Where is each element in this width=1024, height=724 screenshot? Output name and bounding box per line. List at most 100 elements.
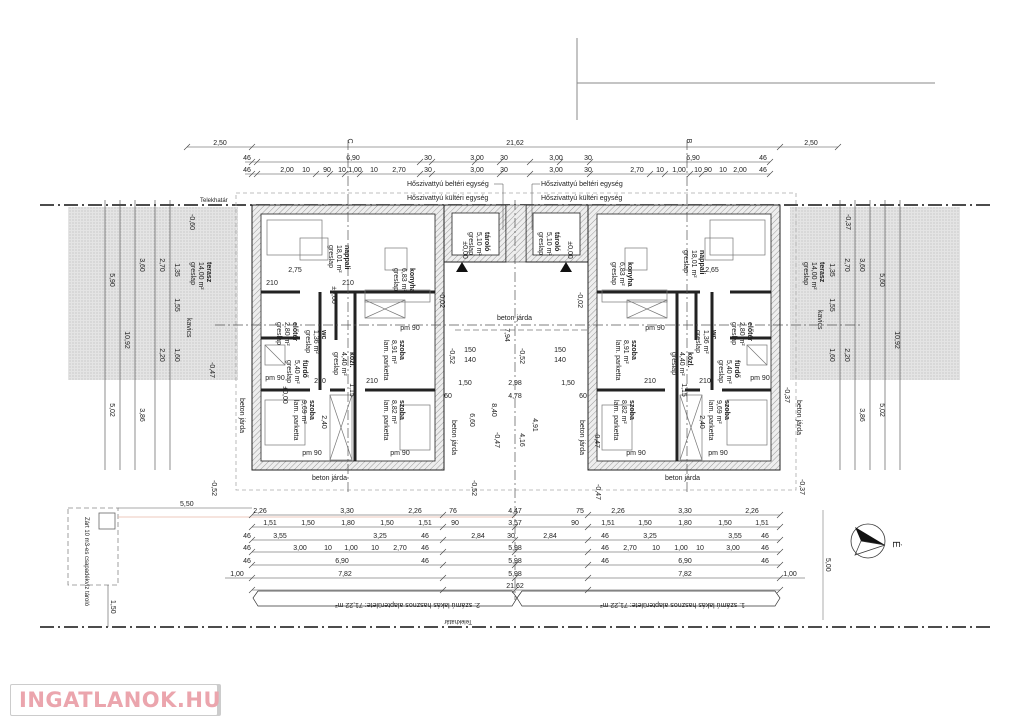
level-mark: ±0,00 [566,241,573,259]
bottom-dim-label: 76 [449,508,457,515]
top-dim-label: 46 [759,155,767,162]
room-floor: greslap [189,262,196,285]
inner-dim-label: pm 90 [708,450,728,457]
room-label-trol: tároló5,10 m²greslap [537,232,560,256]
top-dim-label: 10 [302,167,310,174]
inner-dim-label: 150 [554,347,566,354]
label-heat-pump-outdoor-left: Hőszivattyú kültéri egység [407,195,488,202]
inner-dim-label: 2,75 [288,267,302,274]
bottom-dim-label: 2,70 [393,545,407,552]
bottom-dim-label: 46 [421,533,429,540]
room-area: 8,82 m² [390,400,397,424]
level-mark: -0,47 [594,484,601,500]
dim-tank-offset: 5,50 [180,501,194,508]
room-area: 8,82 m² [620,400,627,424]
room-floor: lam. parketta [382,340,389,381]
bottom-dim-label: 1,50 [638,520,652,527]
level-mark: -0,47 [593,432,600,448]
room-floor: lam. parketta [614,340,621,381]
room-name: terasz [818,262,825,283]
area-unit-1: 1. számú lakás hasznos alapterülete: 71,… [600,601,745,608]
room-area: 5,40 m² [293,360,300,384]
inner-dim-label: pm 90 [645,325,665,332]
level-mark: -0,47 [208,362,215,378]
top-dim-label: 2,50 [804,140,818,147]
top-dim-label: 2,00 [280,167,294,174]
top-dim-label: 30 [424,167,432,174]
side-dim-left: 1,55 [173,298,180,312]
room-label-szoba: szoba8,91 m²lam. parketta [614,340,637,381]
inner-dim-label: 4,16 [518,433,525,447]
room-label-wc: wc1,36 m²greslap [694,329,717,354]
bottom-dim-label: 10 [324,545,332,552]
room-floor: lam. parketta [707,400,714,441]
bottom-dim-label: 2,26 [745,508,759,515]
bottom-dim-label: 1,51 [418,520,432,527]
bottom-dim-label: 46 [243,558,251,565]
top-dim-label: 90 [704,167,712,174]
side-dim-left: 10,92 [123,331,130,349]
bottom-dim-label: 2,26 [408,508,422,515]
inner-dim-label: 150 [464,347,476,354]
room-label-kzl: közl.4,40 m²greslap [670,352,693,376]
inner-dim-label: 1,50 [561,380,575,387]
room-name: tároló [553,232,560,251]
room-area: 1,36 m² [702,330,709,354]
label-heat-pump-outdoor-right: Hőszivattyú kültéri egység [541,195,622,202]
label-gravel-right: kavics [816,310,823,330]
bottom-dim-label: 3,30 [340,508,354,515]
bottom-dim-label: 3,25 [373,533,387,540]
room-floor: greslap [285,360,292,383]
room-floor: greslap [327,245,334,268]
label-walkway-east: beton járda [795,400,802,435]
inner-dim-label: 6,60 [468,413,475,427]
inner-dim-label: 1,15 [348,383,355,397]
top-dim-label: 30 [584,155,592,162]
room-name: terasz [205,262,212,283]
inner-dim-label: 2,65 [705,267,719,274]
side-dim-left: 3,86 [138,408,145,422]
room-floor: greslap [610,262,617,285]
inner-dim-label: 4,78 [508,393,522,400]
room-name: előtér [291,322,298,341]
label-walkway-mid-left: beton járda [450,420,457,455]
ingatlanok-logo[interactable]: INGATLANOK.HU [10,684,221,716]
side-dim-right: 10,92 [893,331,900,349]
label-rainwater-tank: Zárt 10 m3-es csapadékvíz tároló [83,517,89,607]
bottom-dim-label: 1,80 [341,520,355,527]
bottom-dim-label: 1,00 [230,571,244,578]
room-name: szoba [398,340,405,360]
gravel-area-right [790,207,960,380]
top-dim-label: 3,00 [470,167,484,174]
top-dim-label: 46 [243,167,251,174]
bottom-dim-label: 3,30 [678,508,692,515]
room-name: nappali [698,250,705,275]
area-unit-2: 2. számú lakás hasznos alapterülete: 71,… [335,601,480,608]
reference-lines [576,38,935,120]
bottom-dim-label: 1,50 [301,520,315,527]
room-floor: greslap [537,232,544,255]
inner-dim-label: 2,40 [698,415,705,429]
top-dim-label: 2,70 [392,167,406,174]
rainwater-tank [67,507,515,627]
bottom-dim-label: 3,57 [508,520,522,527]
side-dim-right: 2,70 [843,258,850,272]
room-area: 5,40 m² [725,360,732,384]
side-dim-right: 5,02 [878,403,885,417]
axis-marker-b: B [685,139,692,144]
bottom-dim-label: 46 [761,558,769,565]
side-dim-left: 5,90 [108,273,115,287]
side-dim-left: 2,70 [158,258,165,272]
room-name: konyha [408,268,415,293]
top-dim-label: 30 [584,167,592,174]
top-dim-label: 21,62 [506,140,524,147]
room-floor: lam. parketta [382,400,389,441]
bottom-dim-label: 3,55 [728,533,742,540]
top-dim-label: 10 [338,167,346,174]
bottom-dim-label: 2,84 [543,533,557,540]
room-label-szoba: szoba8,82 m²lam. parketta [382,400,405,441]
room-label-frd: fürdő5,40 m²greslap [717,360,740,384]
top-dim-label: 10 [719,167,727,174]
room-name: szoba [398,400,405,420]
